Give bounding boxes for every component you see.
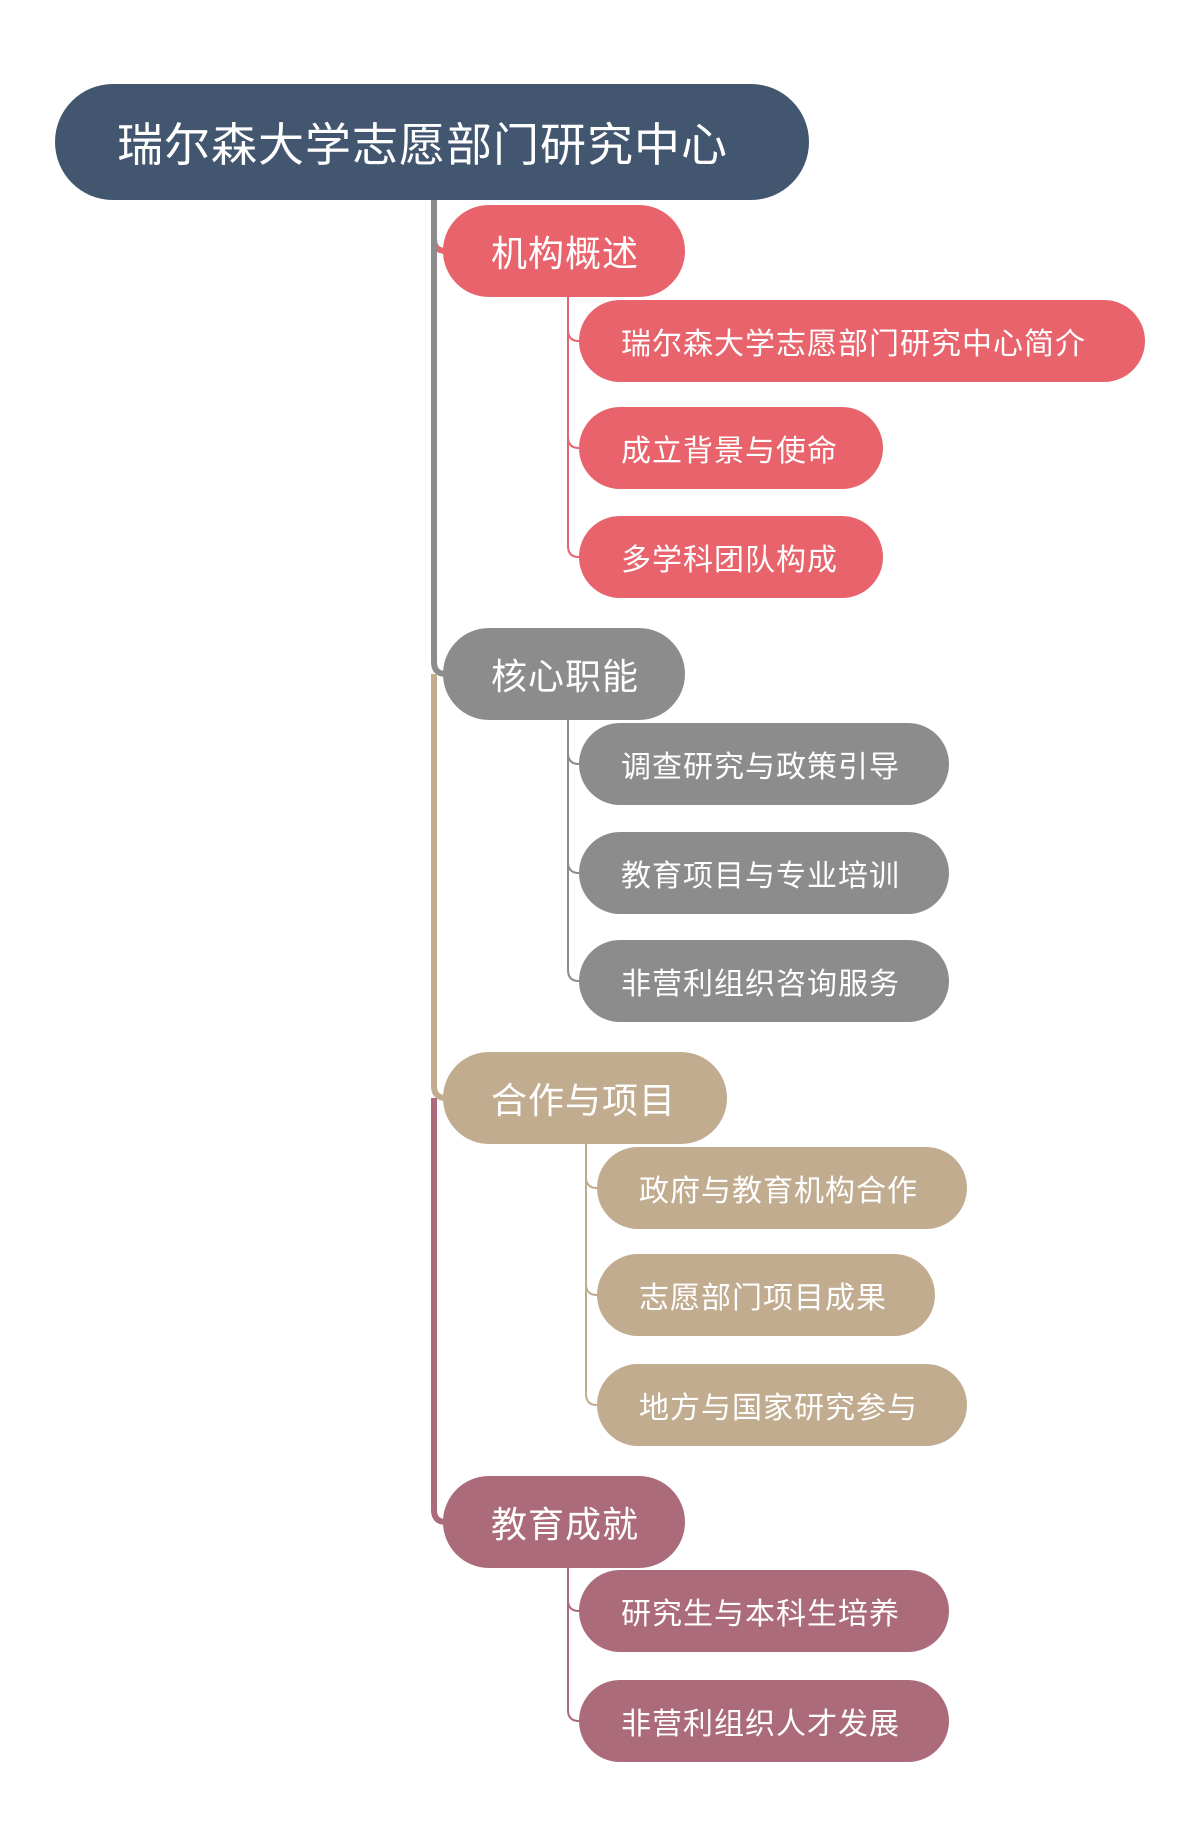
leaf-node-label: 研究生与本科生培养 <box>621 1597 900 1632</box>
branch-1-child-line-1 <box>567 297 580 342</box>
leaf-node-label: 瑞尔森大学志愿部门研究中心简介 <box>621 327 1086 362</box>
branch-node-label: 教育成就 <box>491 1505 640 1546</box>
branch-node-label: 合作与项目 <box>491 1081 677 1122</box>
leaf-node-label: 志愿部门项目成果 <box>639 1281 887 1316</box>
leaf-node-label: 多学科团队构成 <box>621 543 838 578</box>
leaf-node[interactable]: 非营利组织咨询服务 <box>579 940 949 1022</box>
branch-4-child-line-2 <box>567 1568 580 1722</box>
leaf-node-label: 非营利组织咨询服务 <box>621 967 900 1002</box>
branch-node-cooperation[interactable]: 合作与项目 <box>443 1052 727 1144</box>
leaf-node-label: 地方与国家研究参与 <box>639 1391 918 1426</box>
trunk-segment-2 <box>431 200 447 677</box>
branch-node-label: 机构概述 <box>491 234 640 275</box>
leaf-node-label: 政府与教育机构合作 <box>639 1174 918 1209</box>
branch-node-education[interactable]: 教育成就 <box>443 1476 685 1568</box>
branch-node-core-functions[interactable]: 核心职能 <box>443 628 685 720</box>
leaf-node[interactable]: 瑞尔森大学志愿部门研究中心简介 <box>579 300 1145 382</box>
leaf-node[interactable]: 研究生与本科生培养 <box>579 1570 949 1652</box>
leaf-node[interactable]: 非营利组织人才发展 <box>579 1680 949 1762</box>
leaf-node[interactable]: 多学科团队构成 <box>579 516 883 598</box>
branch-1-child-line-3 <box>567 297 580 558</box>
branch-3-child-line-3 <box>585 1144 598 1406</box>
root-node-label: 瑞尔森大学志愿部门研究中心 <box>117 118 728 172</box>
trunk-segment-4 <box>431 1098 447 1525</box>
branch-2-child-line-1 <box>567 720 580 765</box>
branch-2-child-line-2 <box>567 720 580 874</box>
leaf-node[interactable]: 调查研究与政策引导 <box>579 723 949 805</box>
leaf-node[interactable]: 成立背景与使命 <box>579 407 883 489</box>
branch-node-label: 核心职能 <box>491 657 640 698</box>
leaf-node[interactable]: 志愿部门项目成果 <box>597 1254 935 1336</box>
leaf-node-label: 非营利组织人才发展 <box>621 1707 900 1742</box>
branch-3-child-line-2 <box>585 1144 598 1296</box>
branch-2-child-line-3 <box>567 720 580 982</box>
branch-3-child-line-1 <box>585 1144 598 1189</box>
leaf-node-label: 成立背景与使命 <box>621 434 838 469</box>
leaf-node[interactable]: 教育项目与专业培训 <box>579 832 949 914</box>
leaf-node-label: 教育项目与专业培训 <box>621 859 900 894</box>
leaf-node-label: 调查研究与政策引导 <box>621 750 900 785</box>
leaf-node[interactable]: 地方与国家研究参与 <box>597 1364 967 1446</box>
leaf-node[interactable]: 政府与教育机构合作 <box>597 1147 967 1229</box>
branch-node-overview[interactable]: 机构概述 <box>443 205 685 297</box>
trunk-segment-3 <box>431 674 447 1101</box>
branch-4-child-line-1 <box>567 1568 580 1612</box>
branch-1-child-line-2 <box>567 297 580 449</box>
root-node[interactable]: 瑞尔森大学志愿部门研究中心 <box>55 84 809 200</box>
